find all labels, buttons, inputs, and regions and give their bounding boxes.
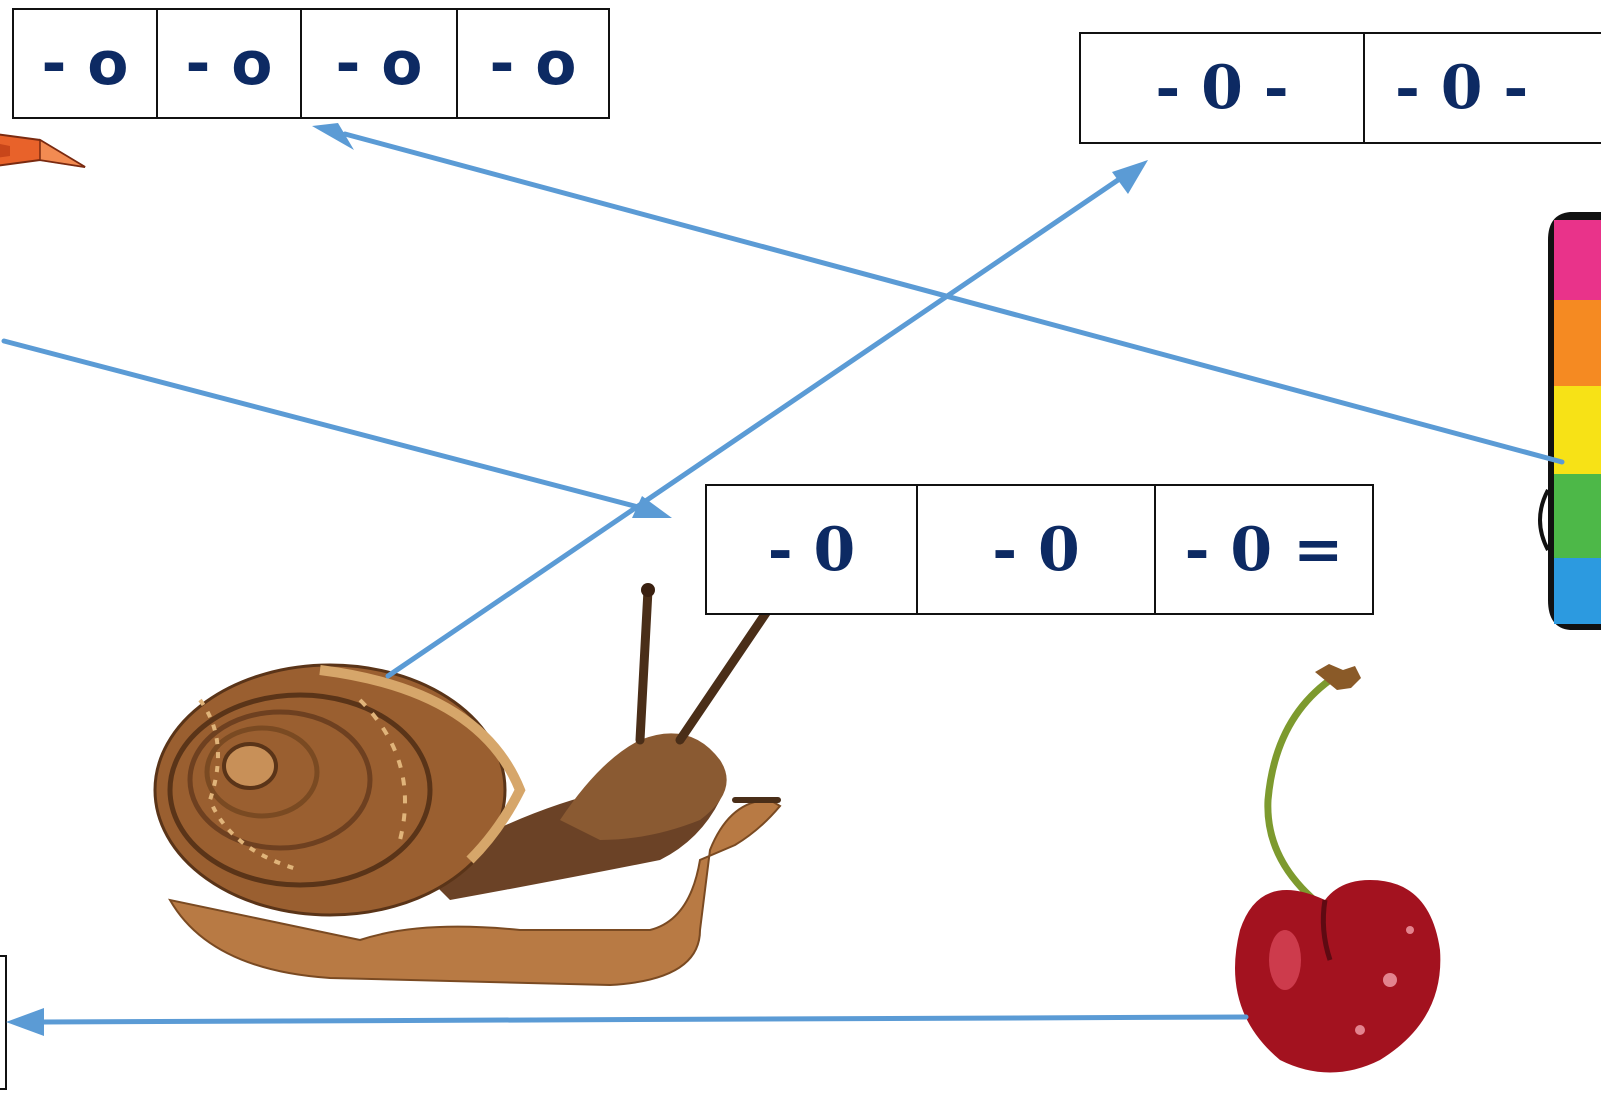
table-top-right: - 0 - - 0 - — [1079, 32, 1601, 144]
arrowhead — [1112, 160, 1148, 194]
connector-arrow — [342, 131, 1565, 465]
table-cell: - o — [14, 10, 158, 117]
table-top-left: - o - o - o - o — [12, 8, 610, 119]
arrowhead — [312, 123, 354, 150]
table-cell: - 0 — [918, 486, 1156, 613]
table-cell: - o — [489, 28, 577, 99]
snail-icon — [153, 583, 782, 987]
table-cell: - o — [158, 10, 302, 117]
table-cell: - 0 - — [1081, 34, 1365, 142]
crayon-box-icon — [1538, 212, 1601, 630]
connector-arrow — [1, 338, 645, 511]
connector-arrow — [39, 1014, 1249, 1025]
arrowhead — [6, 1008, 44, 1036]
table-cell: - o — [302, 10, 458, 117]
table-bottom-left — [0, 955, 7, 1090]
pencil-icon — [0, 133, 86, 168]
table-cell: - 0 - — [1395, 53, 1529, 123]
cherry-icon — [1235, 664, 1441, 1073]
table-cell: - 0 — [707, 486, 918, 613]
connector-arrow — [385, 177, 1121, 679]
arrowhead — [632, 496, 672, 518]
table-cell: - 0 = — [1184, 514, 1344, 585]
table-middle: - 0 - 0 - 0 = — [705, 484, 1374, 615]
